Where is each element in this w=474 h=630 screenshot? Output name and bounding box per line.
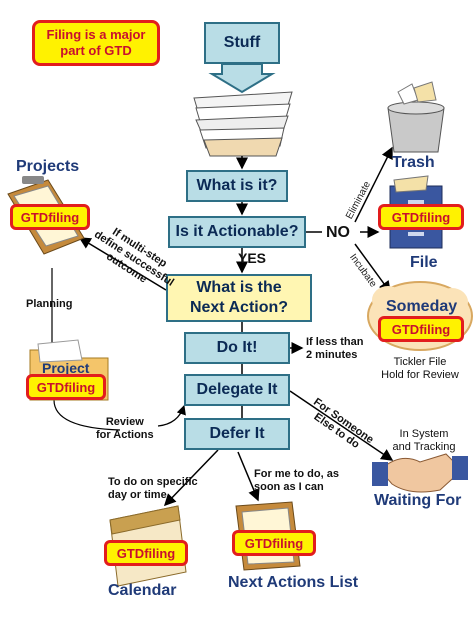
arrow-no-to-trash (354, 146, 393, 223)
arrow-defer-calendar (163, 449, 219, 507)
tickler-line-1: Tickler File (393, 356, 447, 368)
less-than-line-1: If less than (306, 336, 364, 348)
in-system-line-2: and Tracking (392, 441, 456, 453)
tickler-note: Tickler File Hold for Review (368, 356, 472, 382)
stuff-arrow (208, 63, 276, 94)
calendar-note: To do on specific day or time (108, 476, 198, 502)
next-action-line-2: Next Action? (189, 299, 289, 316)
tickler-line-2: Hold for Review (381, 369, 459, 381)
gtdfiling-badge-someday: GTDfiling (378, 316, 464, 342)
calendar-note-line-1: To do on specific (108, 476, 198, 488)
filing-callout: Filing is a major part of GTD (32, 20, 160, 66)
no-label: NO (326, 224, 350, 241)
trash-can-icon (387, 81, 445, 153)
defer-box: Defer It (184, 418, 290, 450)
gtdfiling-badge-project: GTDfiling (26, 374, 106, 400)
arrow-no-to-someday (354, 243, 391, 294)
handshake-icon (372, 453, 468, 493)
next-action-line-1: What is the (196, 279, 282, 296)
gtdfiling-badge-file: GTDfiling (378, 204, 464, 230)
arrow-to-projects (78, 237, 167, 291)
review-note: Review for Actions (96, 416, 154, 442)
planning-label: Planning (26, 298, 73, 310)
delegate-box: Delegate It (184, 374, 290, 406)
gtdfiling-badge-projects: GTDfiling (10, 204, 90, 230)
next-actions-note-line-1: For me to do, as (254, 468, 339, 480)
review-line-1: Review (105, 416, 144, 428)
gtdfiling-badge-next-actions: GTDfiling (232, 530, 316, 556)
actionable-box: Is it Actionable? (168, 216, 306, 248)
review-line (53, 399, 121, 431)
file-title: File (410, 254, 438, 271)
gtdfiling-badge-calendar: GTDfiling (104, 540, 188, 566)
someday-title: Someday (386, 298, 458, 315)
arrow-defer-next-actions (237, 451, 260, 502)
yes-label: YES (238, 250, 267, 266)
what-is-it-box: What is it? (186, 170, 288, 202)
project-folder-label: Project (42, 360, 90, 376)
less-than-line-2: 2 minutes (306, 349, 358, 361)
less-than-note: If less than 2 minutes (306, 336, 363, 362)
do-it-box: Do It! (184, 332, 290, 364)
projects-title: Projects (16, 158, 80, 175)
in-system-line-1: In System (399, 428, 449, 440)
next-action-box: What is the Next Action? (166, 274, 312, 322)
trash-title: Trash (392, 154, 435, 171)
arrow-delegate (289, 390, 394, 461)
next-actions-title: Next Actions List (228, 574, 359, 591)
next-actions-note-line-2: soon as I can (254, 481, 324, 493)
review-arrow (157, 404, 186, 427)
in-system-note: In System and Tracking (382, 428, 466, 454)
review-line-2: for Actions (96, 429, 154, 441)
stuff-box: Stuff (204, 22, 280, 64)
waiting-for-title: Waiting For (374, 492, 462, 509)
calendar-title: Calendar (108, 582, 177, 599)
next-actions-note: For me to do, as soon as I can (254, 468, 339, 494)
paper-stack-icon (193, 91, 293, 157)
calendar-note-line-2: day or time (108, 489, 167, 501)
